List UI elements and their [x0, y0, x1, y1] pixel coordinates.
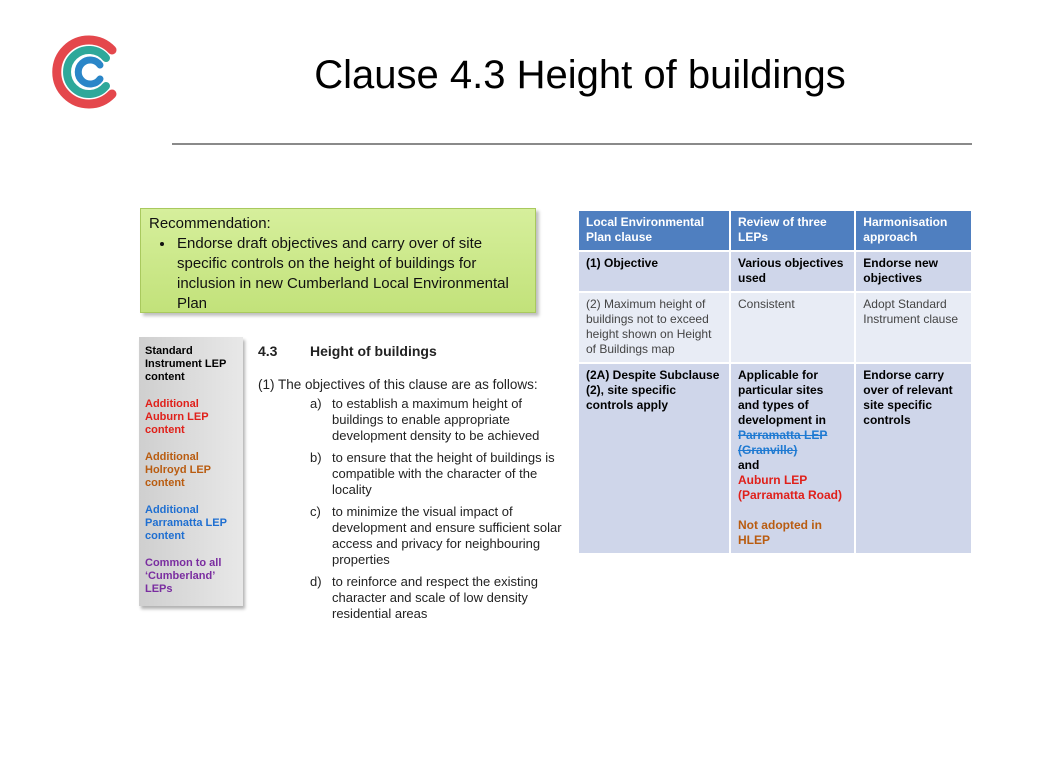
review-not-adopted: Not adopted in HLEP [737, 518, 822, 547]
clause-item-label: a) [310, 396, 322, 411]
clause-item-label: b) [310, 450, 322, 465]
clause-title: Height of buildings [310, 343, 437, 359]
logo-arc-blue [74, 56, 104, 88]
recommendation-bullet: Endorse draft objectives and carry over … [175, 234, 527, 314]
clause-item-label: d) [310, 574, 322, 589]
review-and: and [737, 458, 760, 472]
header-approach: Harmonisation approach [854, 209, 973, 252]
clause-item: d) to reinforce and respect the existing… [258, 574, 573, 622]
cell-clause: (1) Objective [577, 250, 731, 293]
clause-item-text: to ensure that the height of buildings i… [332, 450, 555, 497]
logo-arc-red [52, 35, 117, 109]
clause-item-label: c) [310, 504, 321, 519]
cumberland-logo [52, 35, 117, 109]
cell-approach: Endorse carry over of relevant site spec… [854, 362, 973, 555]
clause-heading: 4.3 Height of buildings [258, 343, 573, 359]
clause-item: c) to minimize the visual impact of deve… [258, 504, 573, 568]
review-intro: Applicable for particular sites and type… [737, 368, 826, 427]
clause-item: a) to establish a maximum height of buil… [258, 396, 573, 444]
header-lep-clause: Local Environmental Plan clause [577, 209, 731, 252]
table-row: (2A) Despite Subclause (2), site specifi… [577, 362, 973, 555]
table-row: (2) Maximum height of buildings not to e… [577, 291, 973, 364]
clause-text: 4.3 Height of buildings (1) The objective… [258, 340, 573, 628]
clause-number: 4.3 [258, 343, 278, 359]
logo-arc-teal [63, 46, 110, 98]
recommendation-list: Endorse draft objectives and carry over … [149, 234, 527, 314]
review-struck-parramatta: Parramatta LEP (Granville) [737, 428, 828, 457]
cell-approach: Endorse new objectives [854, 250, 973, 293]
table-header-row: Local Environmental Plan clause Review o… [577, 209, 973, 252]
cell-clause: (2) Maximum height of buildings not to e… [577, 291, 731, 364]
title-divider [172, 143, 972, 145]
clause-item-text: to establish a maximum height of buildin… [332, 396, 540, 443]
table-row: (1) Objective Various objectives used En… [577, 250, 973, 293]
slide-title: Clause 4.3 Height of buildings [314, 53, 846, 97]
cell-review: Various objectives used [728, 250, 857, 293]
cell-review: Consistent [728, 291, 857, 364]
header-review: Review of three LEPs [728, 209, 857, 252]
clause-item: b) to ensure that the height of building… [258, 450, 573, 498]
legend-auburn: Additional Auburn LEP content [145, 398, 209, 436]
clause-intro: (1) The objectives of this clause are as… [258, 377, 538, 392]
cell-approach: Adopt Standard Instrument clause [854, 291, 973, 364]
comparison-table: Local Environmental Plan clause Review o… [577, 209, 973, 555]
recommendation-heading: Recommendation: [149, 215, 271, 232]
colour-legend: Standard Instrument LEP content Addition… [139, 337, 243, 606]
cell-clause: (2A) Despite Subclause (2), site specifi… [577, 362, 731, 555]
legend-holroyd: Additional Holroyd LEP content [145, 451, 211, 489]
legend-parramatta: Additional Parramatta LEP content [145, 504, 227, 542]
legend-standard: Standard Instrument LEP content [145, 345, 227, 383]
legend-common: Common to all ‘Cumberland’ LEPs [145, 557, 222, 595]
clause-item-text: to reinforce and respect the existing ch… [332, 574, 538, 621]
recommendation-box: Recommendation: Endorse draft objectives… [140, 208, 536, 313]
review-auburn: Auburn LEP (Parramatta Road) [737, 473, 843, 502]
clause-item-text: to minimize the visual impact of develop… [332, 504, 562, 567]
cell-review: Applicable for particular sites and type… [728, 362, 857, 555]
